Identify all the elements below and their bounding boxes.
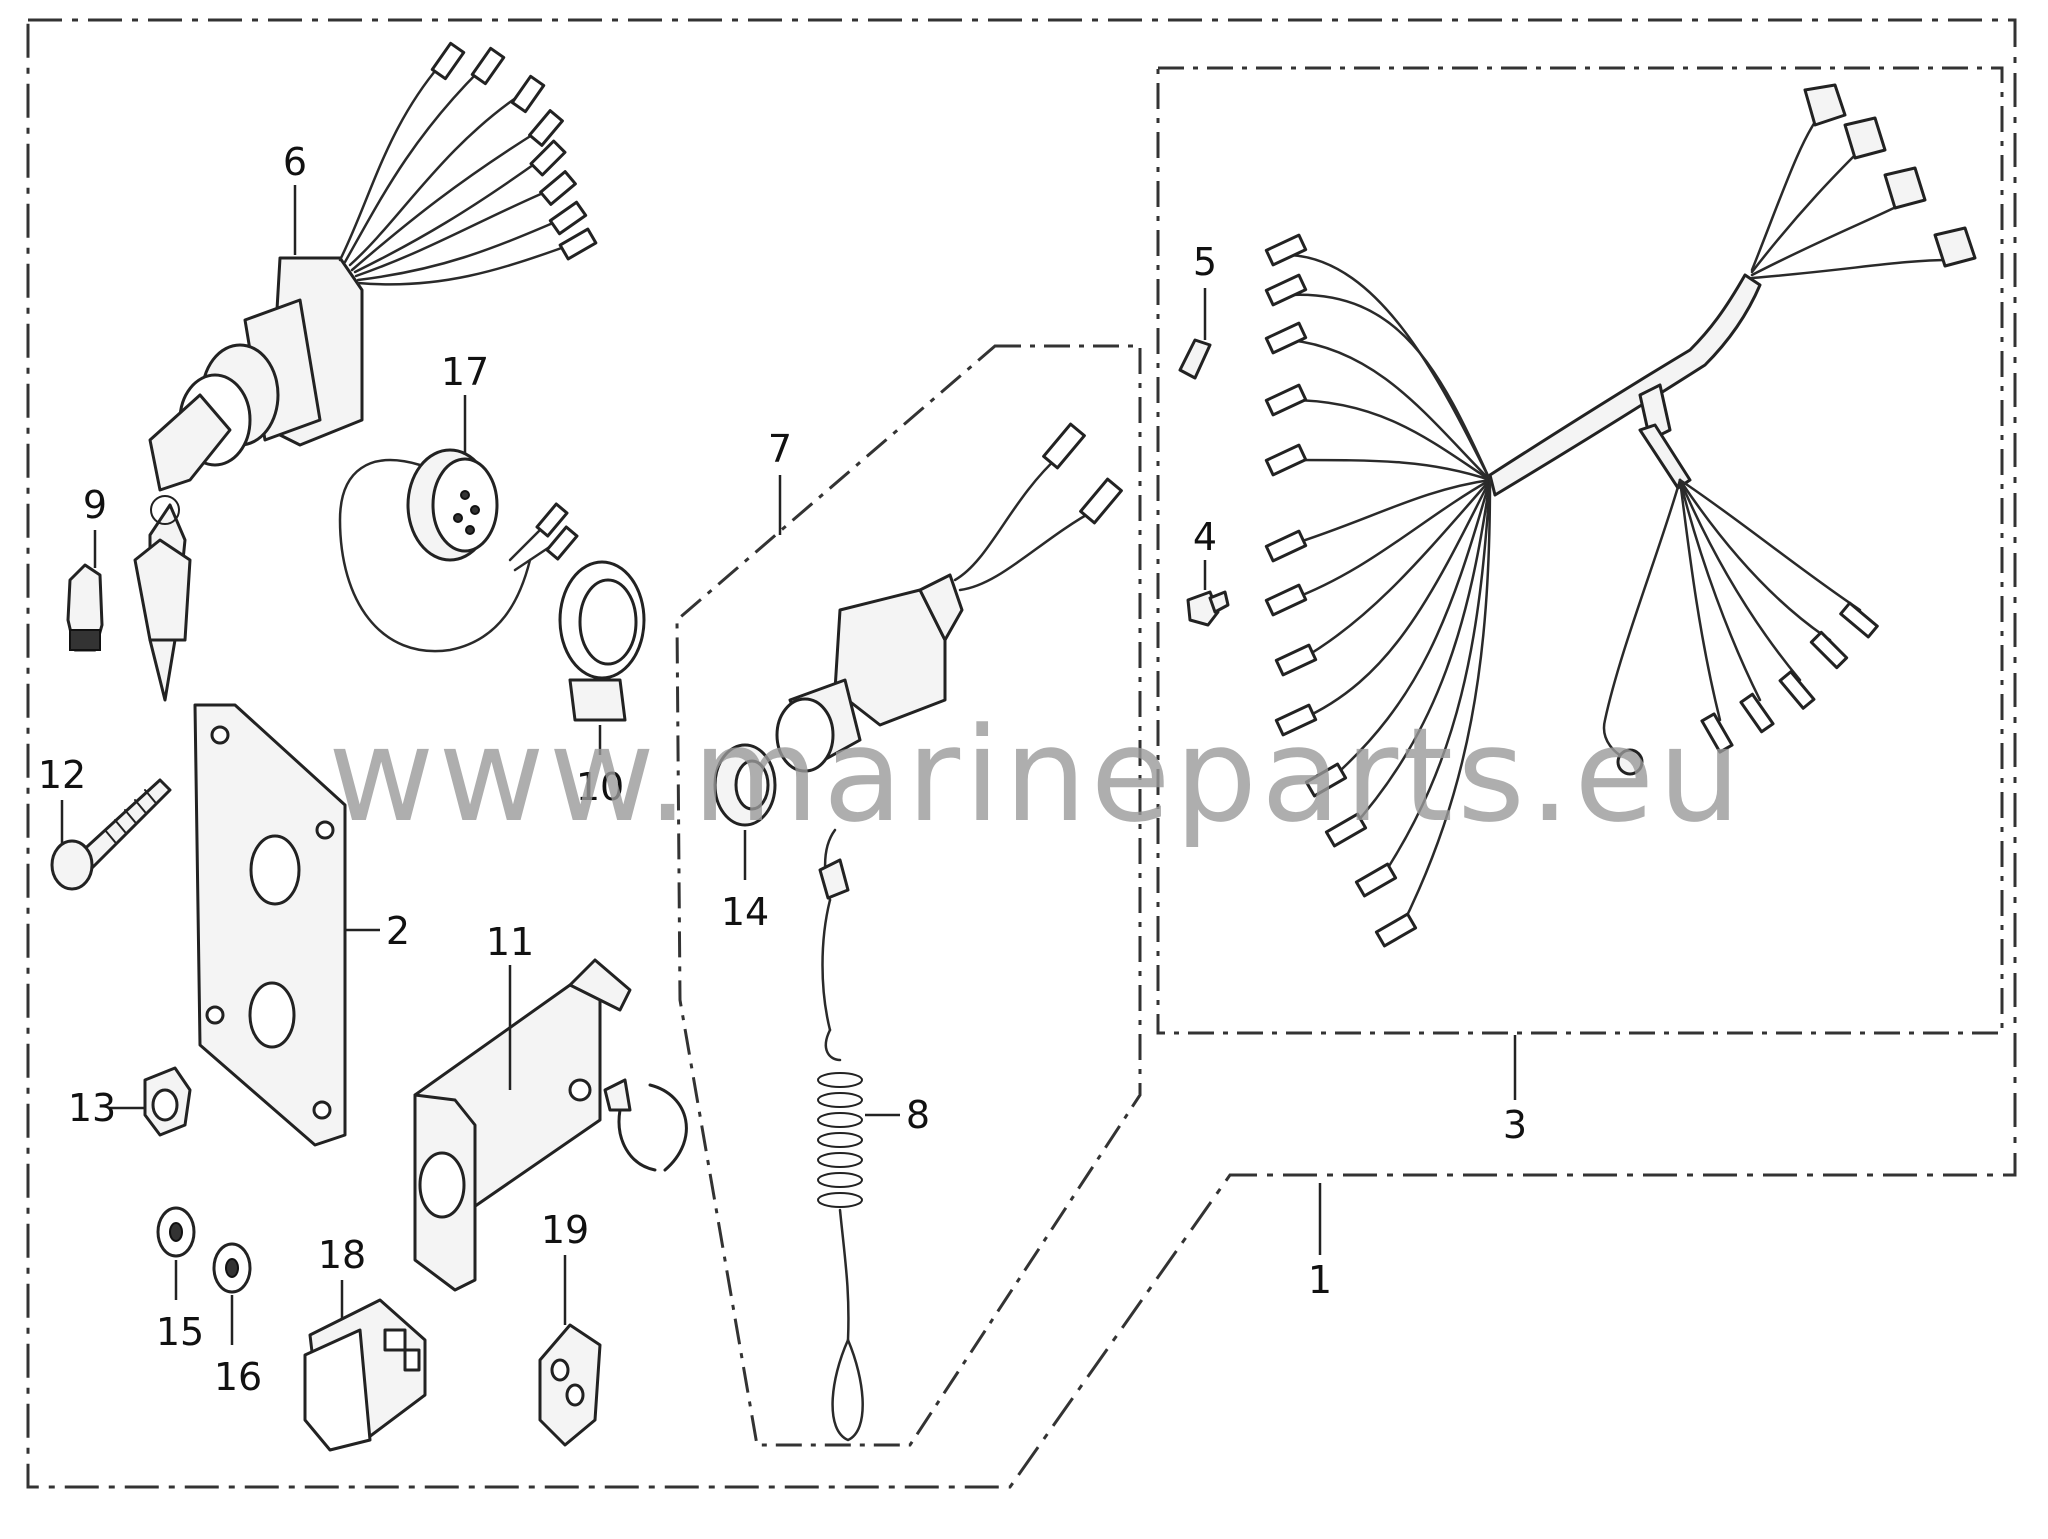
- callout-11: 11: [486, 920, 534, 964]
- callout-12: 12: [38, 753, 86, 797]
- callout-9: 9: [83, 483, 107, 527]
- washer-part-16: [212, 1242, 252, 1294]
- bolt-part-4: [1186, 590, 1230, 627]
- screw-part-12: [50, 778, 172, 891]
- callout-15: 15: [156, 1310, 204, 1354]
- connector-part-18: [303, 1298, 427, 1452]
- watermark-text: www.marineparts.eu: [328, 699, 1745, 851]
- leader-lines: [60, 185, 1517, 1345]
- lanyard-part-8: [817, 828, 864, 1442]
- callout-19: 19: [541, 1208, 589, 1252]
- callout-17: 17: [441, 350, 489, 394]
- assembly-boundary-1: [26, 18, 2017, 1489]
- washer-part-15: [156, 1206, 196, 1258]
- callout-1: 1: [1308, 1258, 1332, 1302]
- callout-16: 16: [214, 1355, 262, 1399]
- callout-8: 8: [906, 1093, 930, 1137]
- callout-10: 10: [576, 765, 624, 809]
- wiring-harness-part-3: [1264, 83, 1977, 948]
- harness-boundary-3: [1156, 66, 2004, 1035]
- callout-4: 4: [1193, 515, 1217, 559]
- callout-5: 5: [1193, 240, 1217, 284]
- callout-labels: 1 2 3 4 5 6 7 8 9 10 11 12 13 14 15 16 1…: [38, 140, 1527, 1399]
- mounting-plate-part-2: [193, 703, 347, 1147]
- pin-part-5: [1178, 338, 1212, 380]
- snap-ring: [603, 1078, 688, 1172]
- bracket-part-11: [413, 958, 632, 1292]
- clamp-part-10: [558, 560, 646, 722]
- nut-part-13: [143, 1066, 192, 1137]
- ignition-switch-part-6: [133, 41, 598, 702]
- callout-14: 14: [721, 890, 769, 934]
- callout-2: 2: [386, 909, 410, 953]
- connector-part-19: [538, 1323, 602, 1447]
- nut-part-14: [713, 743, 777, 827]
- switch-boundary-7: [675, 344, 1142, 1447]
- clip-part-9: [66, 563, 104, 652]
- buzzer-part-17: [338, 448, 579, 653]
- callout-6: 6: [283, 140, 307, 184]
- callout-13: 13: [68, 1086, 116, 1130]
- callout-18: 18: [318, 1233, 366, 1277]
- callout-7: 7: [768, 427, 792, 471]
- stop-switch-part-7: [775, 422, 1123, 773]
- callout-3: 3: [1503, 1103, 1527, 1147]
